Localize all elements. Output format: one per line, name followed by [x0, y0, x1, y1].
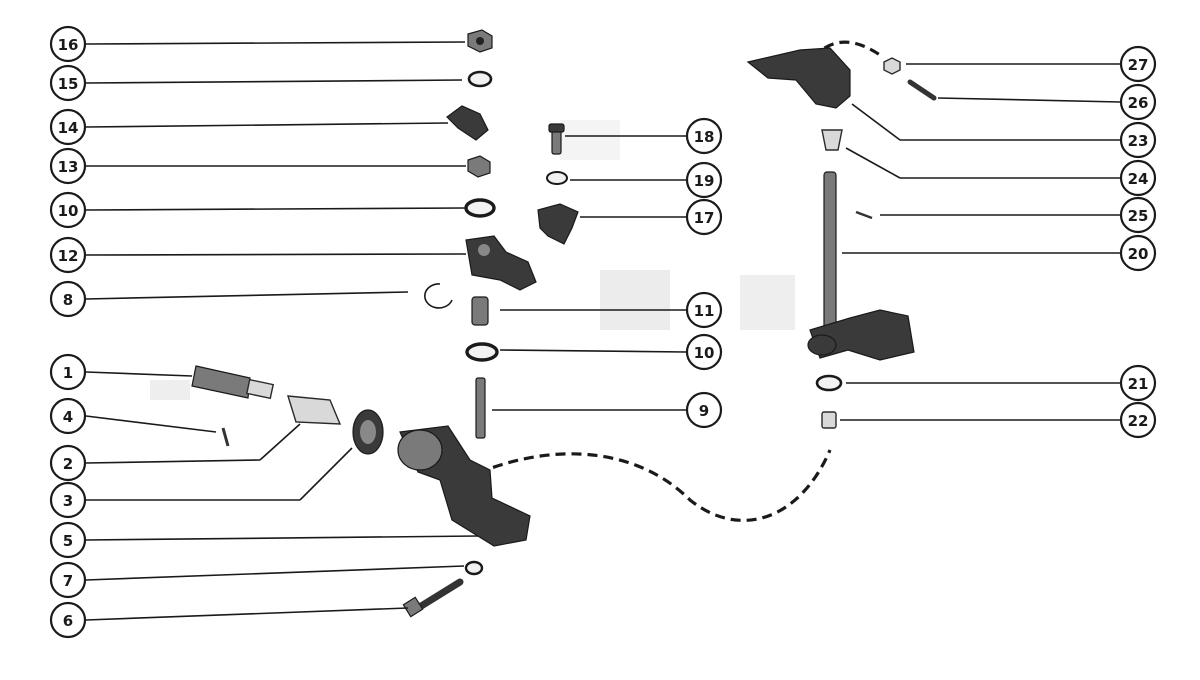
callout-20: 20 — [1119, 234, 1157, 272]
part-26-screw — [907, 79, 937, 101]
part-14-clip — [446, 105, 489, 141]
part-25-pin — [855, 210, 873, 220]
assembly-path-lower — [477, 449, 832, 522]
svg-text:4: 4 — [63, 408, 73, 426]
part-7-washer — [464, 560, 484, 576]
callout-7: 7 — [49, 561, 87, 599]
callout-11: 11 — [685, 291, 723, 329]
callout-21: 21 — [1119, 364, 1157, 402]
callout-19: 19 — [685, 161, 723, 199]
part-3-gear — [352, 409, 384, 455]
svg-text:17: 17 — [694, 209, 715, 227]
part-12-lever — [465, 235, 537, 291]
callout-13: 13 — [49, 147, 87, 185]
part-10-washer-upper — [464, 198, 496, 218]
part-18-screw — [548, 123, 565, 155]
svg-text:2: 2 — [63, 455, 73, 473]
part-21-washer — [815, 374, 843, 392]
callout-26: 26 — [1119, 83, 1157, 121]
callout-17: 17 — [685, 198, 723, 236]
svg-text:16: 16 — [58, 36, 79, 54]
callout-5: 5 — [49, 521, 87, 559]
svg-text:24: 24 — [1128, 170, 1149, 188]
part-24-bushing — [821, 129, 843, 151]
callout-6: 6 — [49, 601, 87, 639]
svg-text:27: 27 — [1128, 56, 1149, 74]
svg-text:9: 9 — [699, 402, 709, 420]
callout-24: 24 — [1119, 159, 1157, 197]
svg-text:18: 18 — [694, 128, 715, 146]
part-16-nut — [467, 29, 493, 53]
svg-text:19: 19 — [694, 172, 715, 190]
svg-text:25: 25 — [1128, 207, 1149, 225]
part-23-lever — [746, 47, 851, 109]
callout-23: 23 — [1119, 121, 1157, 159]
callout-4: 4 — [49, 397, 87, 435]
part-8-retaining-ring — [424, 283, 453, 309]
part-22-bushing — [821, 411, 837, 429]
callout-10-lower: 10 — [685, 333, 723, 371]
svg-text:10: 10 — [58, 202, 79, 220]
svg-text:6: 6 — [63, 612, 73, 630]
callout-1: 1 — [49, 353, 87, 391]
part-19-washer — [546, 171, 568, 185]
svg-text:13: 13 — [58, 158, 79, 176]
part-4-pin — [221, 427, 230, 447]
svg-text:3: 3 — [63, 492, 73, 510]
part-9-pin — [475, 377, 486, 439]
leader-lines — [85, 41, 1121, 621]
svg-text:21: 21 — [1128, 375, 1149, 393]
part-13-nut — [467, 155, 491, 178]
callouts: 16 15 14 13 10 12 8 1 4 2 3 5 7 6 18 19 … — [49, 25, 1157, 639]
svg-text:11: 11 — [694, 302, 715, 320]
part-11-bushing — [471, 296, 489, 326]
svg-text:10: 10 — [694, 344, 715, 362]
part-15-washer — [467, 70, 493, 88]
svg-text:7: 7 — [63, 572, 73, 590]
svg-text:26: 26 — [1128, 94, 1149, 112]
callout-8: 8 — [49, 280, 87, 318]
part-5-housing — [397, 425, 531, 547]
callout-18: 18 — [685, 117, 723, 155]
callout-10-upper: 10 — [49, 191, 87, 229]
part-6-bolt — [402, 578, 464, 618]
callout-12: 12 — [49, 236, 87, 274]
part-27-nut — [883, 57, 901, 75]
svg-text:5: 5 — [63, 532, 73, 550]
svg-text:22: 22 — [1128, 412, 1149, 430]
callout-22: 22 — [1119, 401, 1157, 439]
callout-15: 15 — [49, 64, 87, 102]
callout-14: 14 — [49, 108, 87, 146]
callout-27: 27 — [1119, 45, 1157, 83]
svg-text:8: 8 — [63, 291, 73, 309]
part-10-washer-lower — [465, 342, 499, 362]
callout-3: 3 — [49, 481, 87, 519]
svg-text:23: 23 — [1128, 132, 1149, 150]
scan-speckles — [150, 120, 795, 400]
part-20-shaft-assembly — [807, 171, 915, 361]
callout-16: 16 — [49, 25, 87, 63]
svg-text:1: 1 — [63, 364, 73, 382]
svg-text:15: 15 — [58, 75, 79, 93]
callout-25: 25 — [1119, 196, 1157, 234]
callout-2: 2 — [49, 444, 87, 482]
svg-text:12: 12 — [58, 247, 79, 265]
svg-text:20: 20 — [1128, 245, 1149, 263]
svg-text:14: 14 — [58, 119, 79, 137]
part-1-shaft — [191, 365, 275, 400]
part-2-bearing-sleeve — [287, 395, 342, 425]
part-17-clip — [537, 203, 579, 245]
callout-9: 9 — [685, 391, 723, 429]
